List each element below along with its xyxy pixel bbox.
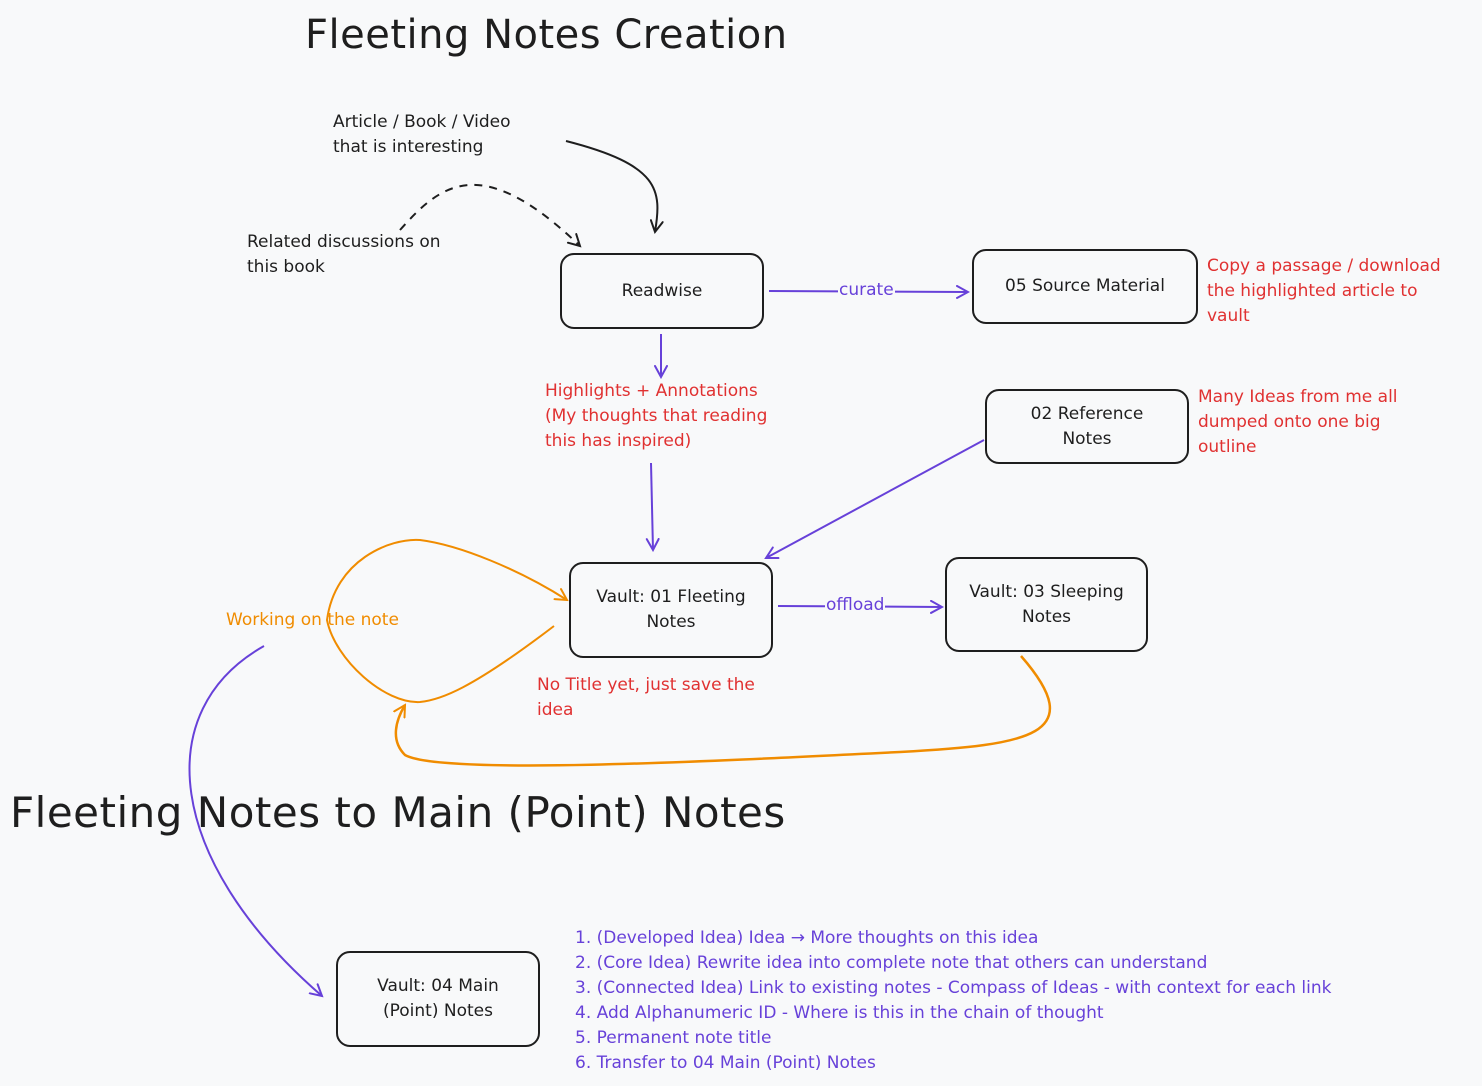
step-item: 6. Transfer to 04 Main (Point) Notes [575, 1053, 876, 1073]
edge-label-offload: offload [825, 595, 886, 615]
label-no-title-yet: No Title yet, just save the idea [537, 675, 755, 720]
conversion-steps-list: 1. (Developed Idea) Idea → More thoughts… [575, 926, 1331, 1076]
node-fleeting-notes[interactable]: Vault: 01 Fleeting Notes [569, 562, 773, 658]
label-many-ideas: Many Ideas from me all dumped onto one b… [1198, 387, 1398, 457]
edge-article-to-readwise [565, 140, 657, 232]
step-item: 4. Add Alphanumeric ID - Where is this i… [575, 1003, 1104, 1023]
node-sleeping-notes[interactable]: Vault: 03 Sleeping Notes [945, 557, 1148, 652]
edge-related-to-readwise [399, 184, 580, 246]
label-highlights-annotations: Highlights + Annotations (My thoughts th… [545, 381, 768, 451]
step-item: 2. (Core Idea) Rewrite idea into complet… [575, 953, 1208, 973]
node-main-point-notes[interactable]: Vault: 04 Main (Point) Notes [336, 951, 540, 1047]
label-working-on-note: Working on the note [226, 610, 399, 630]
edge-label-curate: curate [838, 280, 895, 300]
label-related-discussions: Related discussions on this book [247, 232, 441, 277]
edge-highlights-to-fleeting [651, 462, 653, 550]
edge-working-loop [325, 538, 567, 704]
label-article-source: Article / Book / Video that is interesti… [333, 112, 511, 157]
title-fleeting-to-main-notes: Fleeting Notes to Main (Point) Notes [10, 788, 786, 837]
node-reference-notes[interactable]: 02 Reference Notes [985, 389, 1189, 464]
step-item: 1. (Developed Idea) Idea → More thoughts… [575, 928, 1039, 948]
node-source-material[interactable]: 05 Source Material [972, 249, 1198, 324]
edge-reference-to-fleeting [766, 439, 985, 558]
edge-working-to-main [188, 645, 322, 996]
title-fleeting-notes-creation: Fleeting Notes Creation [305, 12, 788, 58]
label-copy-passage: Copy a passage / download the highlighte… [1207, 256, 1441, 326]
node-readwise[interactable]: Readwise [560, 253, 764, 329]
step-item: 3. (Connected Idea) Link to existing not… [575, 978, 1332, 998]
edge-sleeping-to-loop [396, 655, 1052, 767]
step-item: 5. Permanent note title [575, 1028, 772, 1048]
